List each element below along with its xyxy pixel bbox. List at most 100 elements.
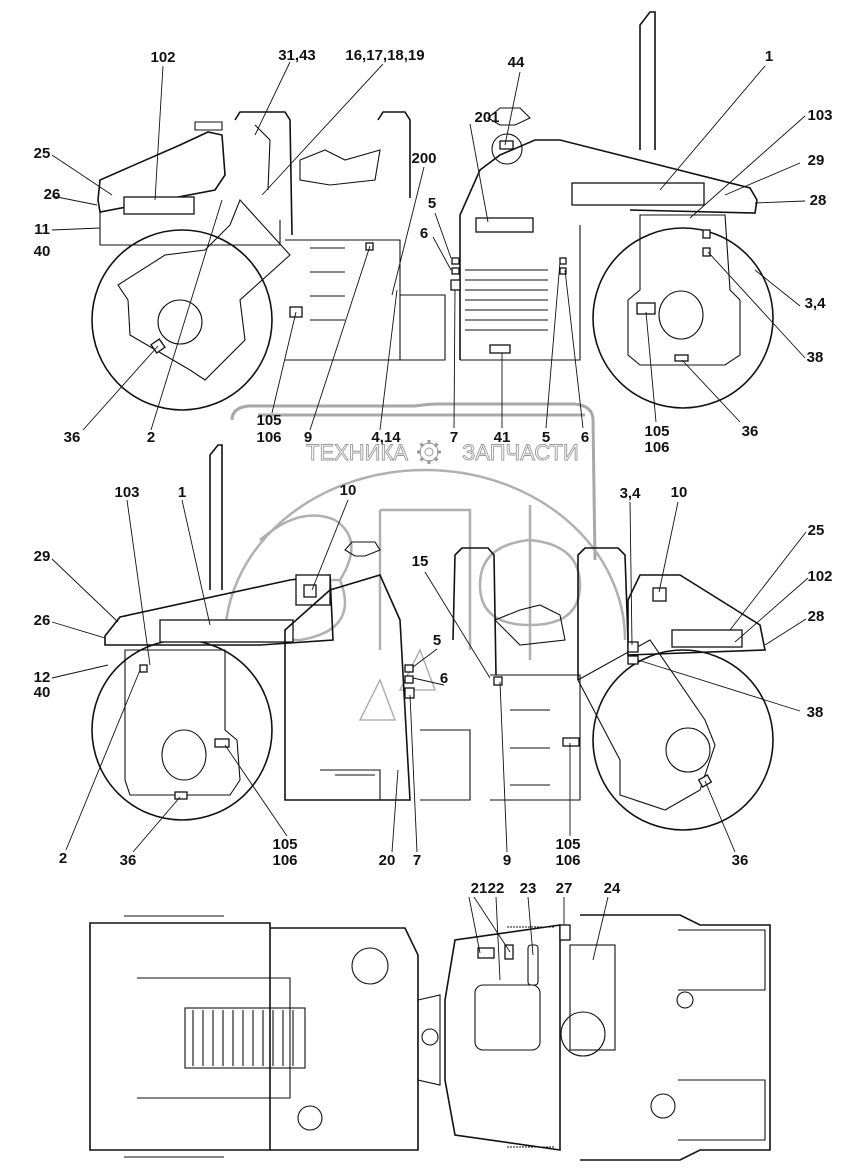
platform (285, 239, 401, 361)
callout-label-2: 2 (59, 850, 67, 867)
callout-label-2: 2 (147, 429, 155, 446)
callout-label-10: 10 (671, 484, 688, 501)
top-radiator (184, 1007, 306, 1069)
top-seat (474, 984, 541, 1051)
decal-9-2 (493, 676, 503, 686)
callout-label-36: 36 (742, 423, 759, 440)
decal-102-2 (671, 629, 743, 648)
decal-7 (450, 279, 461, 291)
exhaust-stack-2 (209, 444, 223, 590)
callout-label-11: 11 (34, 221, 50, 238)
decal-41 (489, 344, 511, 354)
callout-label-1: 1 (765, 48, 773, 65)
rear-drum (592, 227, 774, 409)
steps-2 (510, 709, 550, 786)
decal-105-2 (214, 738, 230, 748)
callout-label-103: 103 (807, 107, 832, 124)
callout-label-102: 102 (150, 49, 175, 66)
callout-label-3-4: 3,4 (805, 295, 827, 312)
callout-label-36: 36 (64, 429, 81, 446)
seat (299, 149, 381, 186)
decal-21 (477, 947, 495, 959)
top-air-filter (351, 947, 389, 985)
exhaust-stack (639, 11, 656, 150)
decal-1-2 (159, 619, 294, 643)
callout-label-28: 28 (810, 192, 827, 209)
callout-label-105: 105 (555, 836, 580, 853)
decal-6-2 (404, 675, 414, 684)
decal-36-2 (174, 791, 188, 800)
drum-hub-2 (161, 729, 207, 781)
decal-5-2 (404, 664, 414, 673)
decal-102 (123, 196, 195, 215)
callout-label-201: 201 (474, 109, 499, 126)
decal-105-2b (562, 737, 580, 747)
callout-label-106: 106 (644, 439, 669, 456)
callout-label-28: 28 (808, 608, 825, 625)
side-view-lower (91, 444, 774, 831)
callout-label-40: 40 (34, 243, 51, 260)
battery-box (320, 769, 381, 800)
rear-drum-plate-2 (577, 639, 716, 811)
callout-label-44: 44 (508, 54, 525, 71)
callout-label-20: 20 (379, 852, 396, 869)
callout-label-1: 1 (178, 484, 186, 501)
hood-2 (104, 574, 334, 646)
decal-27 (559, 924, 571, 941)
callout-label-23: 23 (520, 880, 537, 897)
callout-label-4-14: 4,14 (371, 429, 401, 446)
watermark-frame (230, 402, 597, 561)
decal-36-rear (674, 354, 689, 362)
rear-drum-2 (592, 649, 774, 831)
decal-23 (527, 944, 539, 986)
rear-drum-hub-2 (665, 727, 711, 773)
steering-column (254, 124, 271, 191)
decal-6 (451, 267, 460, 275)
top-radiator-fins (192, 1010, 294, 1066)
callout-label-16-17-18-19: 16,17,18,19 (345, 47, 424, 64)
decal-22 (504, 944, 514, 960)
callout-label-106: 106 (256, 429, 281, 446)
callout-label-29: 29 (34, 548, 51, 565)
callout-label-6: 6 (420, 225, 428, 242)
rear-drum-hub (658, 290, 704, 340)
top-view (89, 914, 771, 1161)
callout-label-6: 6 (581, 429, 589, 446)
callout-label-200: 200 (411, 150, 436, 167)
top-front-panels (678, 929, 766, 1141)
callout-label-5: 5 (433, 632, 441, 649)
radiator-grille (465, 269, 548, 331)
callout-label-41: 41 (494, 429, 511, 446)
decal-38-2 (627, 655, 639, 665)
watermark: ТЕХНИКА ЗАПЧАСТИ (223, 402, 627, 721)
cab-rollbar-front (234, 111, 293, 236)
callout-label-7: 7 (413, 852, 421, 869)
callout-label-3-4: 3,4 (620, 485, 642, 502)
top-engine (270, 927, 419, 1151)
filler-cap (194, 121, 223, 131)
rear-hood (459, 139, 758, 360)
top-articulation (417, 994, 441, 1086)
front-frame (99, 212, 281, 246)
air-intake-cap-2 (344, 541, 381, 557)
callout-label-9: 9 (503, 852, 511, 869)
top-treads (507, 926, 555, 1148)
callout-label-38: 38 (807, 704, 824, 721)
decal-3-4-2 (627, 641, 639, 653)
callout-label-5: 5 (542, 429, 550, 446)
decal-24 (569, 944, 616, 1051)
decal-44 (499, 140, 514, 150)
top-hitch (421, 1028, 439, 1046)
callout-label-26: 26 (34, 612, 51, 629)
top-logo-badge (676, 991, 694, 1009)
front-drum (91, 229, 273, 411)
callout-label-6: 6 (440, 670, 448, 687)
air-intake-cap (487, 107, 531, 126)
articulation-joint (400, 294, 446, 361)
callout-label-15: 15 (412, 553, 429, 570)
decal-201 (475, 217, 534, 233)
callout-label-31-43: 31,43 (278, 47, 316, 64)
watermark-text-left: ТЕХНИКА (306, 440, 408, 465)
engine-section-2 (284, 574, 411, 801)
